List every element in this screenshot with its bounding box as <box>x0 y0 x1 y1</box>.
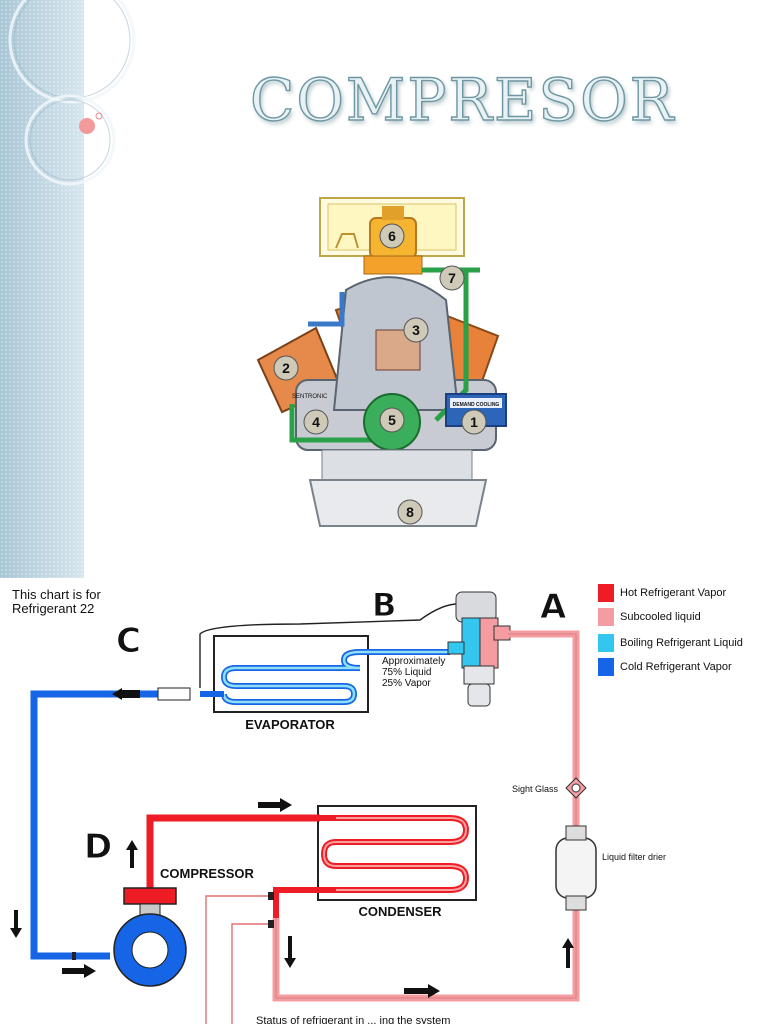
suction-fitting <box>157 687 191 701</box>
callout-4: 4 <box>303 409 329 435</box>
svg-text:8: 8 <box>406 504 414 520</box>
legend-label: Subcooled liquid <box>620 611 701 623</box>
callout-5: 5 <box>379 407 405 433</box>
svg-text:7: 7 <box>448 270 456 286</box>
legend-label: Cold Refrigerant Vapor <box>620 661 732 673</box>
svg-text:2: 2 <box>282 360 290 376</box>
legend-item-boiling: Boiling Refrigerant Liquid <box>598 632 743 654</box>
compressor-label: COMPRESSOR <box>160 866 255 881</box>
callout-1: 1 <box>461 409 487 435</box>
liquid-filter-drier <box>555 825 597 911</box>
discharge-line <box>146 814 320 890</box>
condenser-box <box>317 805 477 901</box>
approx-line-2: 75% Liquid <box>382 667 431 678</box>
sight-glass-label: Sight Glass <box>512 784 559 794</box>
letter-c: C <box>116 621 141 661</box>
refrigeration-cycle-diagram: This chart is for Refrigerant 22 EVAPORA… <box>0 578 768 1024</box>
callout-3: 3 <box>403 317 429 343</box>
approx-line-3: 25% Vapor <box>382 678 431 689</box>
legend-swatch <box>598 658 614 676</box>
evaporator-label: EVAPORATOR <box>245 717 335 732</box>
legend-item-subcooled: Subcooled liquid <box>598 606 701 628</box>
approx-line-1: Approximately <box>382 656 445 667</box>
callout-7: 7 <box>439 265 465 291</box>
condenser-label: CONDENSER <box>358 904 442 919</box>
svg-text:4: 4 <box>312 414 320 430</box>
decorative-dot <box>79 118 95 134</box>
letter-d: D <box>84 827 112 867</box>
letter-b: B <box>372 586 396 624</box>
slide-title: COMPRESOR <box>249 65 676 134</box>
note-line-2: Refrigerant 22 <box>12 601 95 616</box>
svg-text:3: 3 <box>412 322 420 338</box>
svg-text:5: 5 <box>388 412 396 428</box>
demand-cooling-label: DEMAND COOLING <box>453 402 500 408</box>
high-pressure-tap-line <box>205 895 274 1024</box>
decorative-circles <box>8 0 136 186</box>
legend-swatch <box>598 584 614 602</box>
low-pressure-tap-line <box>231 923 274 1024</box>
legend-item-cold-vapor: Cold Refrigerant Vapor <box>598 656 732 678</box>
letter-a: A <box>540 587 567 627</box>
callout-2: 2 <box>273 355 299 381</box>
svg-text:6: 6 <box>388 228 396 244</box>
slide: COMPRESOR DEMAND COOLING 6 7 <box>0 0 676 578</box>
legend-swatch <box>598 608 614 626</box>
status-caption: Status of refrigerant in ... ing the sys… <box>256 1015 450 1024</box>
svg-text:1: 1 <box>470 414 478 430</box>
sensing-bulb-line <box>199 603 471 688</box>
callout-8: 8 <box>397 499 423 525</box>
callout-6: 6 <box>379 223 405 249</box>
filter-drier-label: Liquid filter drier <box>602 852 666 862</box>
compressor-illustration: DEMAND COOLING 6 7 3 2 4 5 1 8 SENTRONIC <box>256 197 507 527</box>
legend-label: Boiling Refrigerant Liquid <box>620 637 743 649</box>
sight-glass <box>565 777 587 799</box>
legend-item-hot-vapor: Hot Refrigerant Vapor <box>598 582 726 604</box>
cycle-svg: EVAPORATOR Approximately 75% Liquid 25% … <box>10 586 666 1024</box>
compressor-symbol <box>113 887 187 987</box>
refrigerant-note: This chart is for Refrigerant 22 <box>12 588 101 616</box>
legend-label: Hot Refrigerant Vapor <box>620 587 727 599</box>
expansion-valve <box>447 591 511 707</box>
sentronic-label: SENTRONIC <box>292 394 328 400</box>
flow-arrows <box>10 688 574 998</box>
legend-swatch <box>598 634 614 652</box>
note-line-1: This chart is for <box>12 587 101 602</box>
